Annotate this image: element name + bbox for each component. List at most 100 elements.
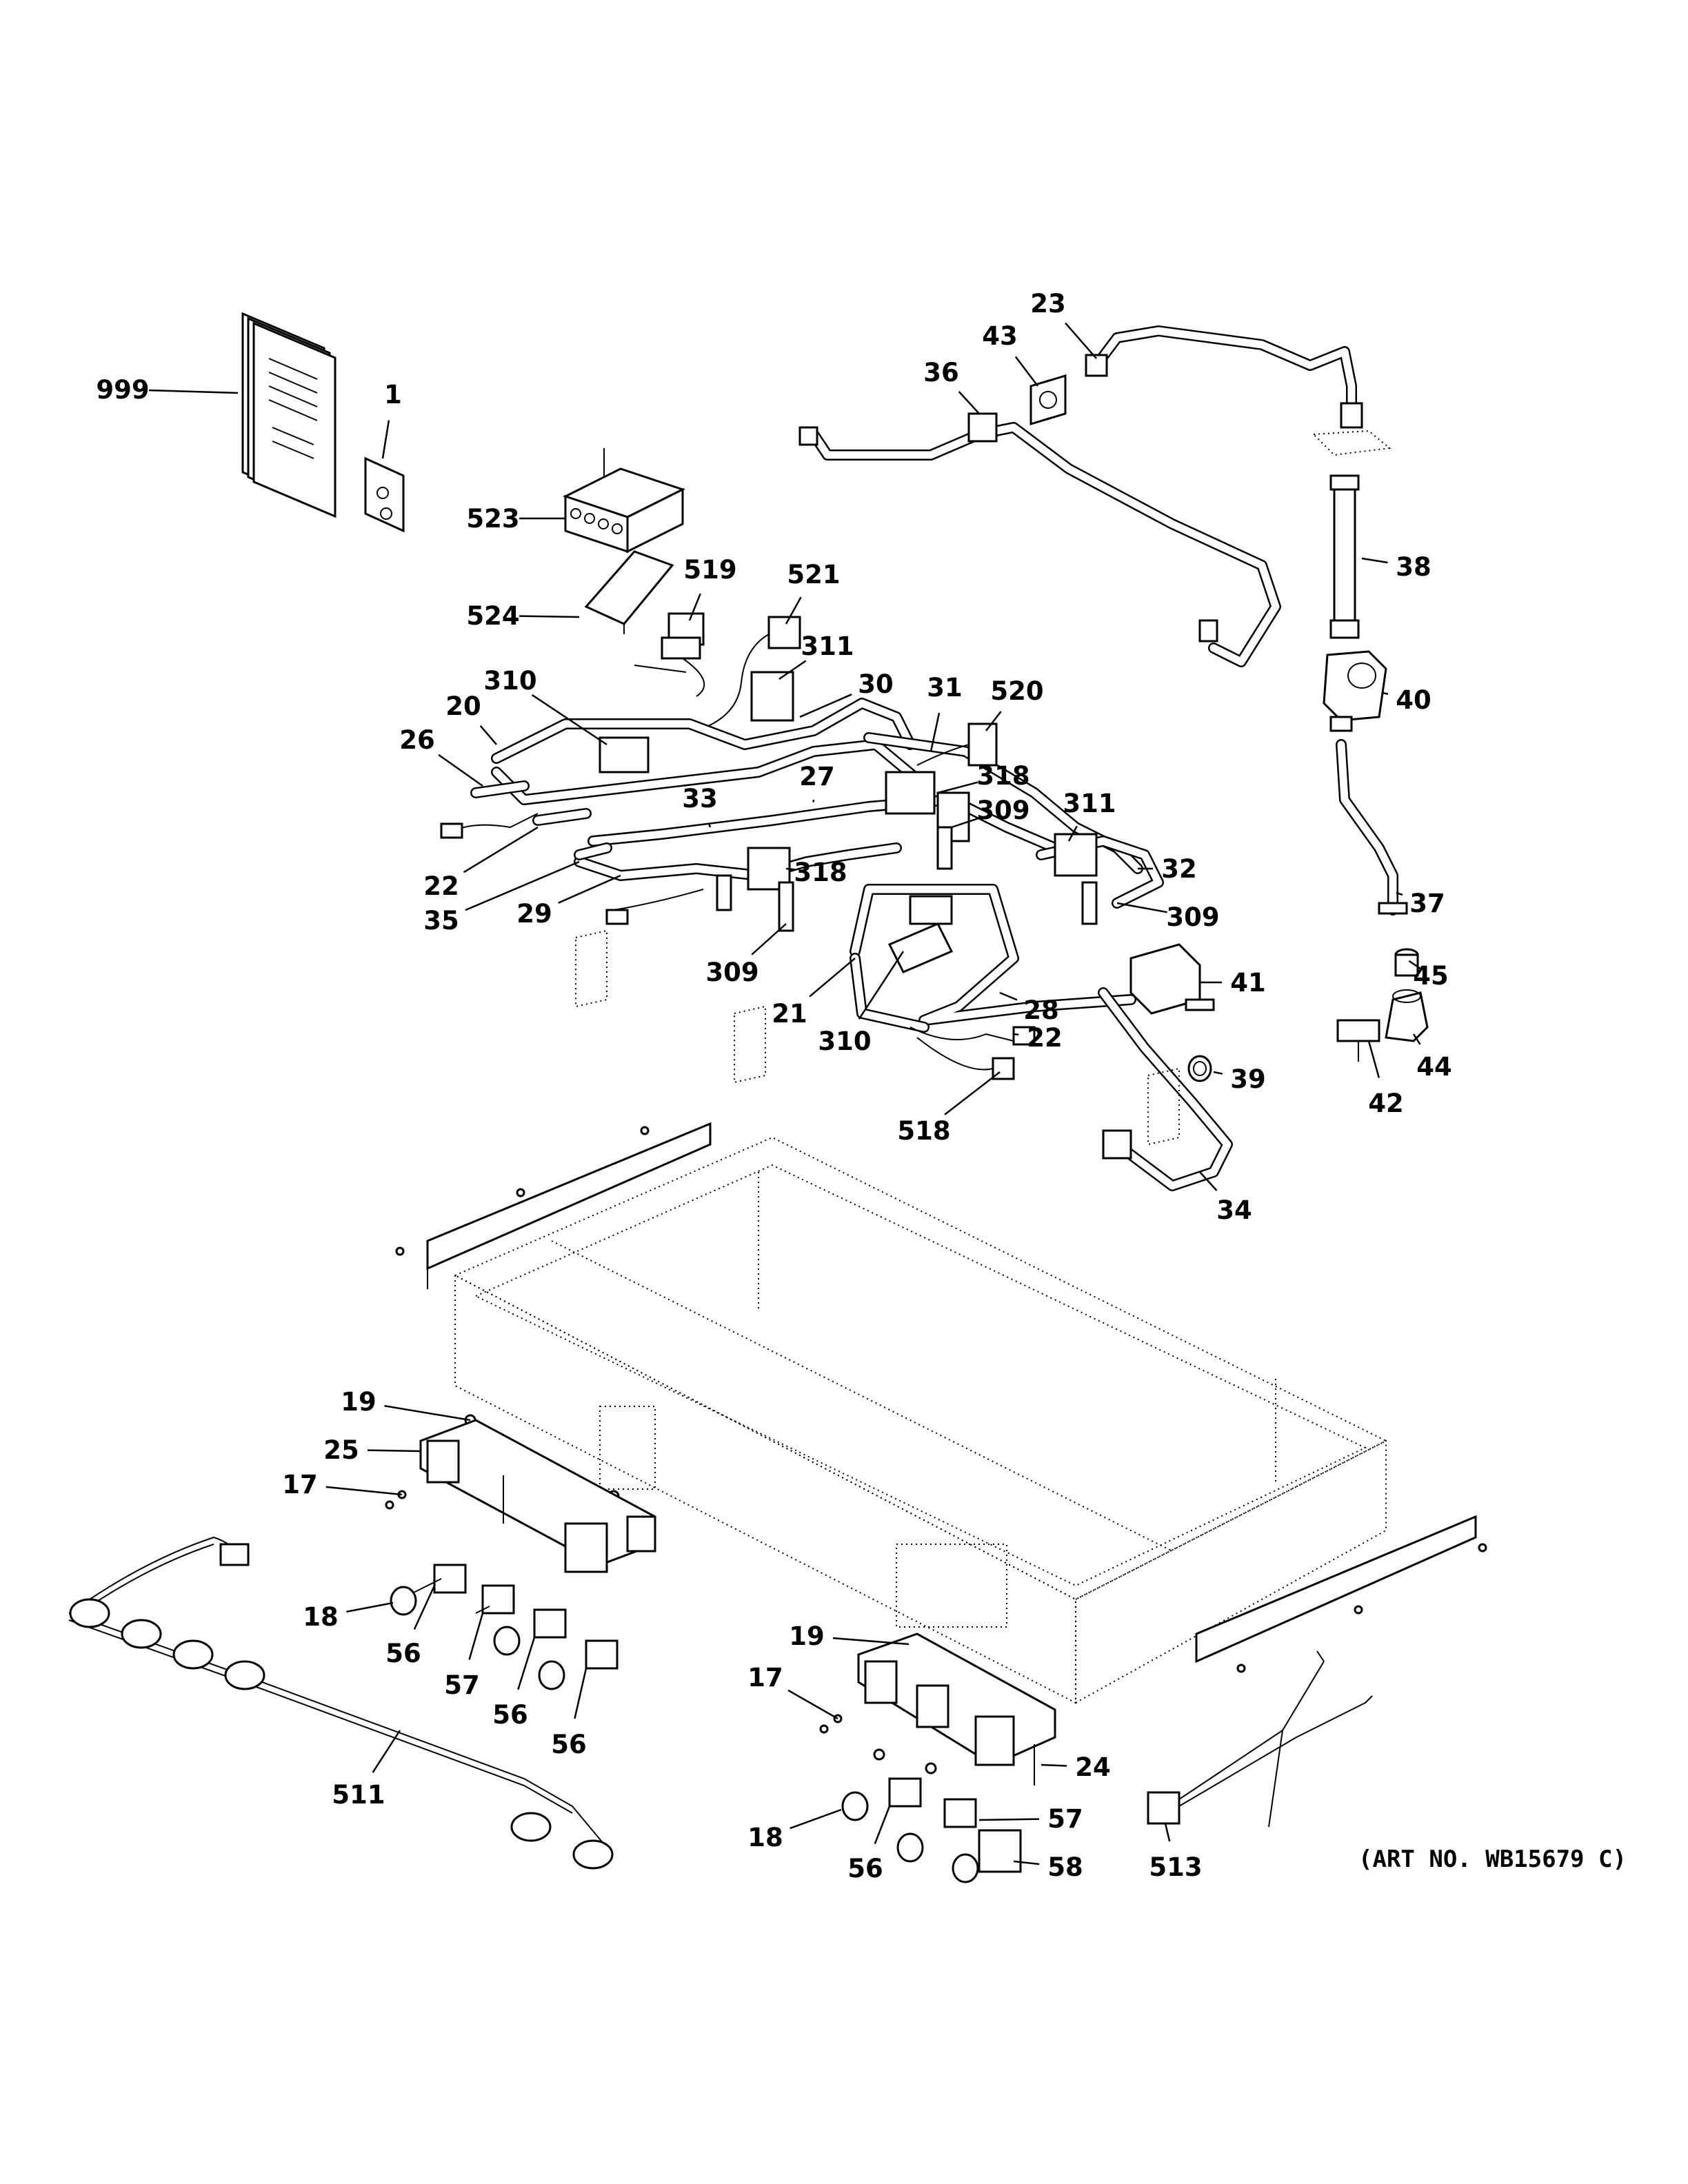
- callout-20: 20: [445, 691, 481, 721]
- callout-56: 56: [385, 1639, 421, 1668]
- callout-22: 22: [423, 871, 459, 901]
- leader-line-18: [790, 1808, 842, 1830]
- callout-45: 45: [1413, 961, 1449, 991]
- callout-57: 57: [444, 1670, 480, 1700]
- burner-box-chassis: [453, 1136, 1388, 1704]
- valve-bracket-part-25: [419, 1419, 656, 1573]
- leader-line-310: [531, 694, 607, 746]
- gas-manifold-assembly: [440, 671, 1164, 932]
- dotted-mount-brackets: [575, 929, 1180, 1146]
- leader-line-57: [468, 1612, 484, 1660]
- leader-line-44: [1412, 1033, 1421, 1045]
- regulator-part-40: [1323, 650, 1387, 732]
- callout-44: 44: [1416, 1052, 1452, 1082]
- side-rail-left: [426, 1122, 712, 1289]
- leader-line-19: [384, 1405, 471, 1422]
- callout-31: 31: [927, 673, 963, 702]
- callout-311: 311: [1063, 789, 1116, 818]
- callout-19: 19: [341, 1387, 376, 1417]
- leader-line-26: [438, 754, 483, 787]
- leader-line-521: [785, 596, 802, 625]
- leader-line-56: [874, 1806, 891, 1845]
- callout-309: 309: [976, 796, 1029, 825]
- bracket-part-524: [584, 550, 674, 634]
- bracket-part-43: [1029, 374, 1067, 426]
- leader-line-23: [1065, 322, 1097, 359]
- callout-24: 24: [1075, 1752, 1111, 1782]
- callout-17: 17: [282, 1470, 318, 1499]
- leader-line-31: [930, 712, 941, 752]
- leader-line-58: [1013, 1860, 1040, 1866]
- harness-part-521: [696, 616, 801, 731]
- leader-line-22: [463, 826, 539, 873]
- side-rail-right: [1195, 1515, 1477, 1664]
- callout-38: 38: [1396, 552, 1431, 582]
- callout-524: 524: [466, 601, 519, 631]
- callout-19: 19: [789, 1621, 825, 1651]
- callout-56: 56: [551, 1730, 587, 1759]
- leader-line-17: [325, 1486, 403, 1496]
- leader-line-518: [944, 1071, 1001, 1115]
- leader-line-56: [517, 1637, 536, 1690]
- callout-33: 33: [682, 784, 718, 813]
- callout-21: 21: [772, 999, 807, 1029]
- callout-56: 56: [492, 1700, 528, 1730]
- dotted-bracket: [1312, 429, 1391, 456]
- leader-line-20: [479, 725, 497, 745]
- leader-line-511: [372, 1730, 401, 1773]
- leader-line-25: [367, 1449, 421, 1453]
- leader-line-36: [958, 391, 980, 414]
- gas-tube-part-34: [1098, 987, 1233, 1191]
- leader-line-22: [1013, 1033, 1019, 1036]
- leader-line-17: [787, 1689, 838, 1720]
- leader-line-57: [978, 1818, 1040, 1821]
- callout-523: 523: [466, 504, 519, 534]
- callout-32: 32: [1161, 854, 1197, 884]
- leader-line-19: [832, 1637, 910, 1646]
- leader-line-311: [1067, 825, 1078, 842]
- terminal-block-part-523: [563, 448, 685, 554]
- leader-lines: [148, 322, 1421, 1866]
- elbow-part-44: [1385, 989, 1429, 1042]
- leader-line-56: [413, 1585, 436, 1630]
- leader-line-35: [465, 860, 580, 911]
- callout-18: 18: [303, 1602, 339, 1632]
- valve-set-left: [390, 1564, 619, 1690]
- leader-line-37: [1396, 891, 1403, 896]
- valve-set-right: [841, 1777, 1022, 1883]
- leader-line-38: [1361, 557, 1388, 564]
- leader-line-310: [858, 951, 905, 1020]
- callout-43: 43: [982, 321, 1018, 351]
- callout-519: 519: [683, 555, 736, 585]
- harness-part-519: [634, 612, 705, 697]
- callout-57: 57: [1047, 1804, 1083, 1834]
- wire-harness-part-511: [68, 1536, 614, 1870]
- pressure-regulator-part-41: [1129, 943, 1215, 1015]
- gas-pipe-part-23: [1085, 325, 1363, 429]
- callout-310: 310: [483, 666, 536, 696]
- leader-line-21: [809, 958, 856, 998]
- leader-line-309: [1116, 902, 1167, 913]
- callout-513: 513: [1149, 1852, 1202, 1882]
- leader-line-520: [985, 711, 1002, 731]
- callout-17: 17: [747, 1663, 783, 1692]
- callout-29: 29: [516, 899, 552, 929]
- callout-34: 34: [1216, 1195, 1252, 1225]
- leader-line-29: [558, 874, 621, 904]
- callout-520: 520: [990, 676, 1043, 706]
- callout-41: 41: [1230, 968, 1266, 998]
- leader-line-999: [148, 389, 239, 394]
- callout-26: 26: [399, 725, 435, 755]
- leader-line-43: [1014, 356, 1038, 387]
- callout-36: 36: [923, 358, 959, 387]
- callout-25: 25: [323, 1435, 359, 1465]
- leader-line-513: [1164, 1823, 1171, 1842]
- callout-511: 511: [332, 1780, 385, 1810]
- callout-310: 310: [818, 1027, 871, 1056]
- callout-999: 999: [96, 375, 149, 405]
- leader-line-45: [1408, 960, 1421, 970]
- valve-bracket-part-24: [857, 1632, 1056, 1786]
